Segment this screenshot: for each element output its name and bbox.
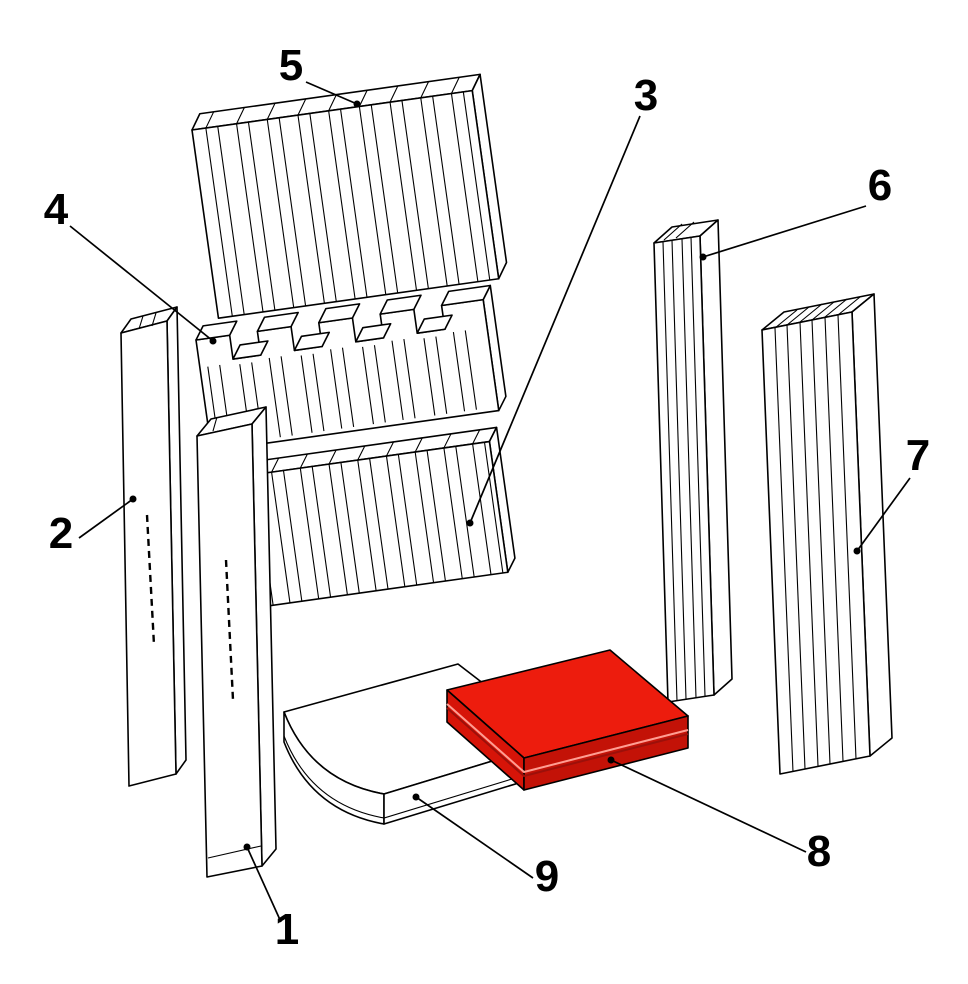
part-4-back-brick-middle bbox=[195, 284, 507, 452]
leader-line-4 bbox=[69, 225, 214, 342]
part-1-side-brick-left-front bbox=[196, 406, 277, 878]
part-9-chamfer-line bbox=[283, 735, 559, 819]
leader-dot-1 bbox=[243, 843, 251, 851]
part-7-flutes bbox=[774, 314, 857, 773]
part-4-slot-wall bbox=[293, 331, 331, 352]
part-6-flutes bbox=[662, 236, 706, 702]
part-6-front-face bbox=[653, 235, 715, 703]
part-8-groove-highlight bbox=[446, 703, 689, 774]
part-label-5: 5 bbox=[279, 41, 303, 90]
leader-lines bbox=[69, 81, 911, 923]
leader-line-2 bbox=[78, 498, 134, 539]
part-6-top-flutes bbox=[663, 221, 695, 241]
leader-dot-7 bbox=[853, 547, 861, 555]
part-5-back-brick-upper bbox=[191, 73, 508, 319]
part-4-slot-wall bbox=[355, 322, 392, 343]
leader-dot-9 bbox=[412, 793, 420, 801]
leader-dot-4 bbox=[209, 337, 217, 345]
part-label-7: 7 bbox=[906, 431, 930, 480]
part-7-top-flutes bbox=[774, 296, 861, 329]
part-4-ribs bbox=[207, 330, 477, 446]
part-label-3: 3 bbox=[634, 71, 658, 120]
leader-line-8 bbox=[610, 759, 807, 853]
part-8-groove-shadow bbox=[446, 707, 689, 778]
leader-dot-5 bbox=[353, 100, 361, 108]
leader-line-6 bbox=[702, 205, 867, 258]
leader-dot-3 bbox=[466, 519, 474, 527]
leader-line-7 bbox=[856, 477, 911, 552]
part-4-slot-wall bbox=[232, 340, 269, 360]
part-label-1: 1 bbox=[275, 905, 299, 954]
leader-line-5 bbox=[305, 81, 358, 105]
part-number-labels: 5 4 3 6 7 2 1 9 8 bbox=[44, 41, 930, 954]
part-4-tooth-top bbox=[379, 294, 422, 315]
leader-line-3 bbox=[469, 115, 641, 524]
part-7-side-brick-right-rear bbox=[761, 293, 893, 775]
part-4-tooth-top bbox=[317, 303, 361, 324]
part-label-8: 8 bbox=[807, 827, 831, 876]
part-5-ribs bbox=[205, 91, 491, 317]
part-2-side-brick-left-rear bbox=[120, 306, 187, 787]
part-4-slot-wall bbox=[416, 314, 453, 334]
part-5-front-face bbox=[191, 89, 500, 319]
leader-dot-8 bbox=[607, 756, 615, 764]
part-4-tooth-top bbox=[440, 284, 492, 307]
part-4-tooth-top bbox=[256, 311, 299, 333]
leader-dot-6 bbox=[699, 253, 707, 261]
part-5-top-ribs bbox=[205, 77, 460, 129]
part-1-bottom-chamfer bbox=[207, 845, 262, 859]
leader-dot-2 bbox=[129, 495, 137, 503]
part-2-mold-marking bbox=[145, 514, 156, 646]
part-label-6: 6 bbox=[868, 161, 892, 210]
part-2-top-notches bbox=[138, 312, 157, 330]
part-1-top-notch bbox=[212, 416, 218, 432]
part-3-back-brick-lower bbox=[229, 426, 516, 610]
part-6-side-brick-right-front bbox=[653, 219, 733, 703]
part-label-2: 2 bbox=[49, 509, 73, 558]
leader-line-9 bbox=[415, 796, 534, 879]
part-8-front-right-face bbox=[523, 715, 689, 791]
part-label-9: 9 bbox=[535, 852, 559, 901]
part-label-4: 4 bbox=[44, 185, 69, 234]
part-8-base-plate-highlighted bbox=[446, 649, 689, 791]
leader-line-1 bbox=[246, 846, 282, 923]
